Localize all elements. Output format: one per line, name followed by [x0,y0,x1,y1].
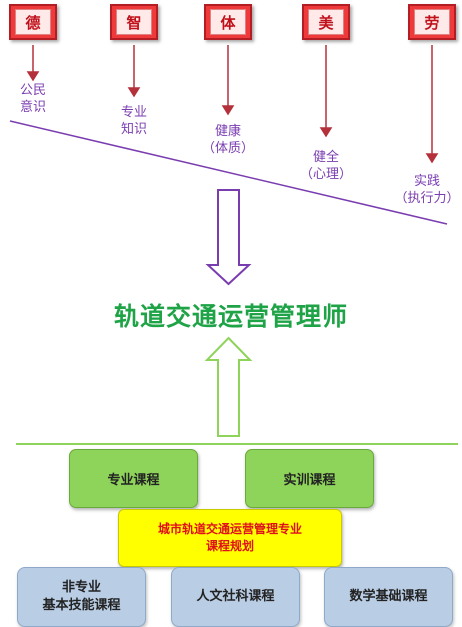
arrow-zhi-head [127,87,141,98]
label-zhi: 专业知识 [120,105,147,137]
down-arrow [205,189,252,286]
arrow-lao-head [425,153,439,164]
slope-line [9,120,448,225]
virtue-label: 劳 [414,9,450,35]
virtue-box-ti: 体 [204,4,252,40]
humanities-box: 人文社科课程 [171,567,300,627]
virtue-box-zhi: 智 [110,4,158,40]
general-skills-box: 非专业 基本技能课程 [17,567,146,627]
virtue-box-de: 德 [9,4,57,40]
training-course-box: 实训课程 [245,449,374,508]
label-ti: 健康（体质） [201,124,254,156]
virtue-label: 智 [116,9,152,35]
course-plan-box: 城市轨道交通运营管理专业 课程规划 [118,509,342,567]
main-title: 轨道交通运营管理师 [113,302,348,331]
arrow-mei-head [319,127,333,138]
arrow-de-head [26,71,40,82]
label-mei: 健全（心理） [299,150,352,182]
math-box: 数学基础课程 [324,567,453,627]
virtue-box-lao: 劳 [408,4,456,40]
virtue-label: 体 [210,9,246,35]
up-arrow [204,336,253,437]
label-de: 公民意识 [19,83,46,115]
label-lao: 实践（执行力） [394,174,460,206]
virtue-label: 美 [308,9,344,35]
virtue-box-mei: 美 [302,4,350,40]
major-course-box: 专业课程 [69,449,198,508]
virtue-label: 德 [15,9,51,35]
arrow-ti-head [221,105,235,116]
